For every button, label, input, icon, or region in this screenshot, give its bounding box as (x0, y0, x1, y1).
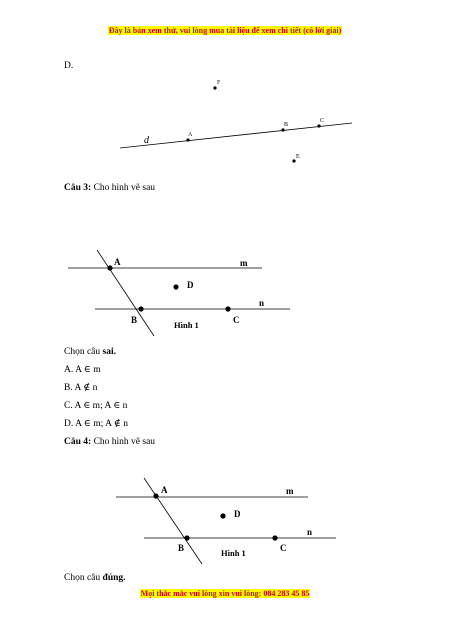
point-f-label: F (217, 80, 221, 86)
q3-option-b[interactable]: B. A ∉ n (64, 383, 98, 393)
point-d-label: D (234, 509, 241, 519)
figure-line-d: d F A B C E (119, 80, 353, 163)
point-b (184, 535, 190, 541)
point-c-label: C (280, 543, 287, 553)
q3-option-a[interactable]: A. A ∈ m (64, 365, 101, 375)
point-d-label: D (187, 280, 194, 290)
point-b-label: B (131, 315, 137, 325)
point-a (107, 265, 113, 271)
point-a-label: A (188, 132, 193, 138)
point-c (272, 535, 278, 541)
point-e (292, 159, 296, 163)
preview-banner: Đây là bản xem thử, vui lòng mua tài liệ… (107, 26, 343, 35)
point-c-label: C (233, 315, 240, 325)
point-a-label: A (114, 257, 121, 267)
point-f (213, 86, 217, 90)
figure-caption: Hình 1 (221, 548, 246, 558)
point-d (220, 513, 226, 519)
question-4-label: Câu 4: (64, 437, 92, 447)
contact-banner: Mọi thắc mắc vui lòng xin vui lòng: 084 … (139, 589, 311, 598)
line-d-label: d (144, 135, 150, 146)
point-c-label: C (320, 118, 324, 124)
q3-option-c[interactable]: C. A ∈ m; A ∈ n (64, 401, 128, 411)
point-c (317, 124, 321, 128)
q3-option-d[interactable]: D. A ∈ m; A ∉ n (64, 419, 128, 429)
option-d-label: D. (64, 61, 74, 71)
question-4-instruction: Chọn câu đúng. (64, 573, 126, 583)
question-4-prompt: Cho hình vẽ sau (91, 437, 156, 447)
point-b-label: B (178, 543, 184, 553)
point-b (138, 306, 144, 312)
figure-caption: Hình 1 (174, 320, 199, 330)
question-3-prompt: Cho hình vẽ sau (91, 183, 156, 193)
line-m-label: m (286, 486, 294, 496)
line-n-label: n (307, 527, 312, 537)
question-4-heading: Câu 4: Cho hình vẽ sau (64, 436, 155, 448)
point-d (173, 284, 179, 290)
point-a (186, 138, 190, 142)
point-a-label: A (161, 485, 168, 495)
point-b (281, 128, 285, 132)
line-m-label: m (240, 258, 248, 268)
figure-hinh-1-q3: A B C D m n Hình 1 (68, 249, 290, 337)
point-e-label: E (296, 154, 300, 160)
line-n-label: n (259, 298, 264, 308)
point-a (153, 493, 159, 499)
question-3-heading: Câu 3: Cho hình vẽ sau (64, 182, 155, 194)
figure-hinh-1-q4: A B C D m n Hình 1 (116, 477, 336, 565)
question-3-instruction: Chọn câu sai. (64, 347, 116, 357)
question-3-label: Câu 3: (64, 183, 92, 193)
point-c (225, 306, 231, 312)
point-b-label: B (284, 122, 288, 128)
